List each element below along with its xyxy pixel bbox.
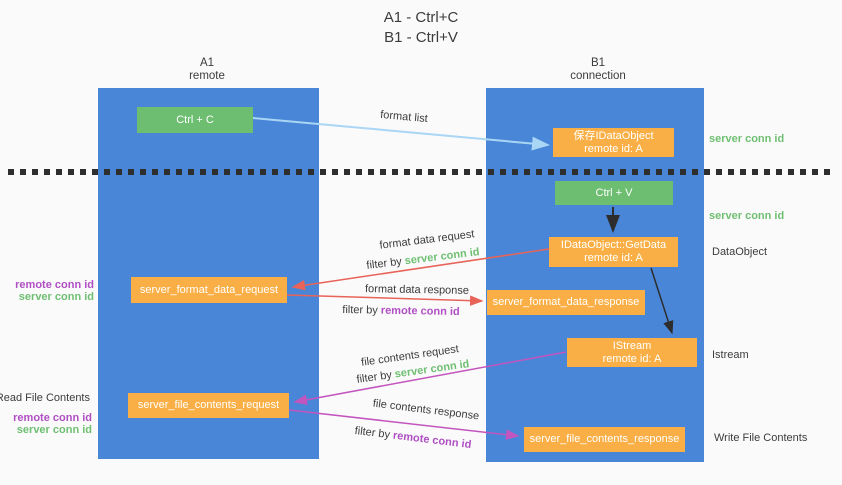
lifeline-a1-subtitle: remote — [189, 70, 225, 82]
server-conn-id-key: server conn id — [404, 246, 481, 268]
diagram-title: A1 - Ctrl+C B1 - Ctrl+V — [0, 8, 842, 48]
node-server-file-contents-response: server_file_contents_response — [524, 427, 685, 452]
label-istream: Istream — [712, 349, 749, 361]
label-remote-conn-id-left-2: remote conn id — [13, 412, 92, 424]
node-getdata-line1: IDataObject::GetData — [560, 239, 667, 251]
lifeline-header-a1: A1 remote — [137, 57, 277, 83]
remote-conn-id-key: remote conn id — [392, 429, 472, 452]
filter-by-text: filter by — [342, 303, 381, 317]
node-format-response-label: server_format_data_response — [492, 296, 640, 308]
annotation-format-list: format list — [379, 108, 429, 126]
annotation-format-data-response: format data response — [364, 283, 470, 297]
node-idataobject-getdata: IDataObject::GetData remote id: A — [549, 237, 678, 267]
lifeline-b1-name: B1 — [590, 57, 606, 69]
node-getdata-line2: remote id: A — [584, 252, 643, 264]
phase-divider-dashed-line — [8, 169, 835, 175]
filter-by-text: filter by — [365, 255, 406, 272]
label-dataobject: DataObject — [712, 246, 768, 258]
node-ctrl-v-label: Ctrl + V — [595, 186, 633, 199]
lifeline-header-b1: B1 connection — [528, 57, 668, 83]
node-ctrl-v: Ctrl + V — [555, 181, 673, 205]
filter-by-text: filter by — [355, 368, 396, 386]
lifeline-a1-name: A1 — [199, 57, 215, 69]
label-server-conn-id-left-1: server conn id — [18, 291, 94, 303]
label-server-conn-id-right-1: server conn id — [709, 133, 785, 145]
label-read-file-contents: Read File Contents — [0, 392, 90, 404]
annotation-file-contents-response: file contents response — [372, 397, 480, 423]
filter-by-text: filter by — [354, 424, 394, 442]
node-server-format-data-response: server_format_data_response — [487, 290, 645, 315]
node-ctrl-c-label: Ctrl + C — [176, 113, 214, 126]
node-istream-line1: IStream — [612, 339, 652, 352]
node-server-format-data-request: server_format_data_request — [131, 277, 287, 303]
remote-conn-id-key: remote conn id — [380, 304, 460, 319]
node-istream: IStream remote id: A — [567, 338, 697, 367]
label-server-conn-id-right-2: server conn id — [709, 210, 785, 222]
node-file-response-label: server_file_contents_response — [529, 433, 680, 445]
node-save-idataobject-line2: remote id: A — [584, 142, 643, 155]
node-save-idataobject: 保存IDataObject remote id: A — [553, 128, 674, 157]
annotation-file-contents-response-filter: filter by remote conn id — [354, 425, 472, 451]
label-write-file-contents: Write File Contents — [714, 432, 808, 444]
label-remote-conn-id-left-1: remote conn id — [15, 279, 94, 291]
node-ctrl-c: Ctrl + C — [137, 107, 253, 133]
label-server-conn-id-left-2: server conn id — [16, 424, 92, 436]
lifeline-b1-subtitle: connection — [570, 70, 626, 82]
node-format-request-label: server_format_data_request — [139, 283, 279, 296]
annotation-format-data-response-filter: filter by remote conn id — [342, 304, 460, 318]
title-line-b1: B1 - Ctrl+V — [384, 29, 458, 46]
node-file-request-label: server_file_contents_request — [137, 399, 280, 411]
node-server-file-contents-request: server_file_contents_request — [128, 393, 289, 418]
node-istream-line2: remote id: A — [602, 352, 662, 365]
title-line-a1: A1 - Ctrl+C — [383, 9, 459, 26]
node-save-idataobject-line1: 保存IDataObject — [573, 129, 654, 142]
